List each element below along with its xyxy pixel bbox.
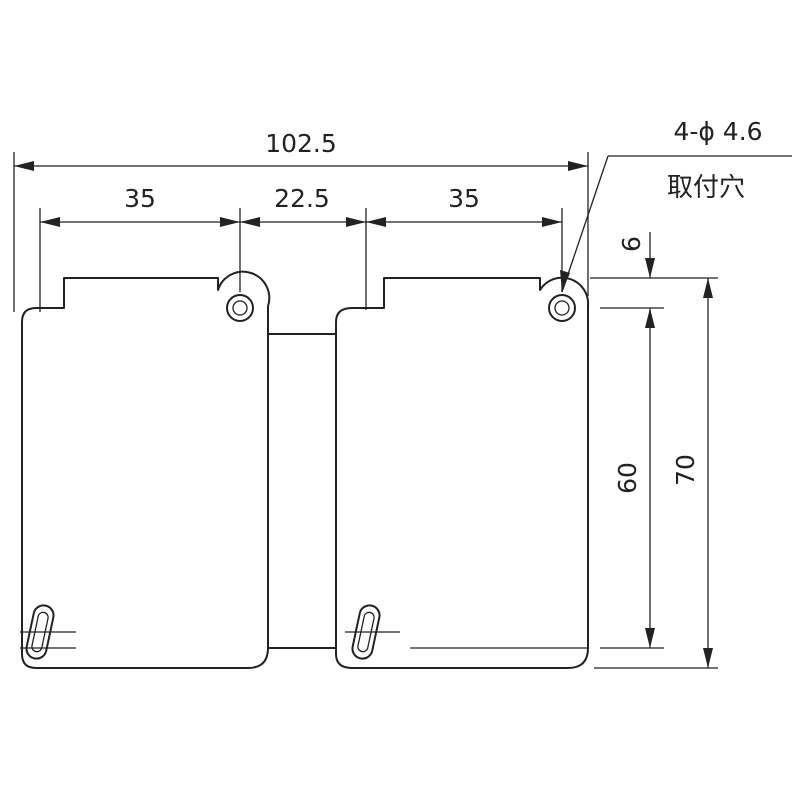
hole-spec-label: 4-ϕ 4.6 — [673, 117, 762, 146]
overall-height-label: 70 — [671, 454, 700, 486]
dim-sub-widths: 35 22.5 35 — [40, 184, 562, 227]
left-bottom-slot — [25, 604, 55, 660]
hole-pitch-label: 60 — [613, 462, 642, 494]
left-top-hole — [226, 294, 254, 322]
right-top-hole-inner — [554, 300, 570, 316]
hole-offset-label: 6 — [617, 236, 646, 252]
dim-overall-width: 102.5 — [14, 129, 588, 171]
left-width-label: 35 — [124, 184, 156, 213]
right-width-label: 35 — [448, 184, 480, 213]
dim-hole-pitch: 60 — [613, 308, 655, 648]
left-plate — [20, 270, 271, 669]
right-plate-outline — [335, 276, 590, 669]
overall-width-label: 102.5 — [265, 129, 337, 158]
gap-width-label: 22.5 — [274, 184, 330, 213]
right-bottom-slot — [351, 604, 381, 660]
right-plate — [335, 276, 590, 669]
dim-hole-offset: 6 — [617, 232, 655, 328]
center-connector — [267, 333, 336, 649]
hole-purpose-label: 取付穴 — [667, 173, 745, 203]
left-top-hole-inner — [232, 300, 248, 316]
hole-callout: 4-ϕ 4.6 取付穴 — [560, 117, 792, 293]
right-top-hole — [548, 294, 576, 322]
dim-overall-height: 70 — [671, 278, 713, 668]
left-plate-outline — [21, 270, 271, 669]
extension-lines — [13, 152, 718, 669]
